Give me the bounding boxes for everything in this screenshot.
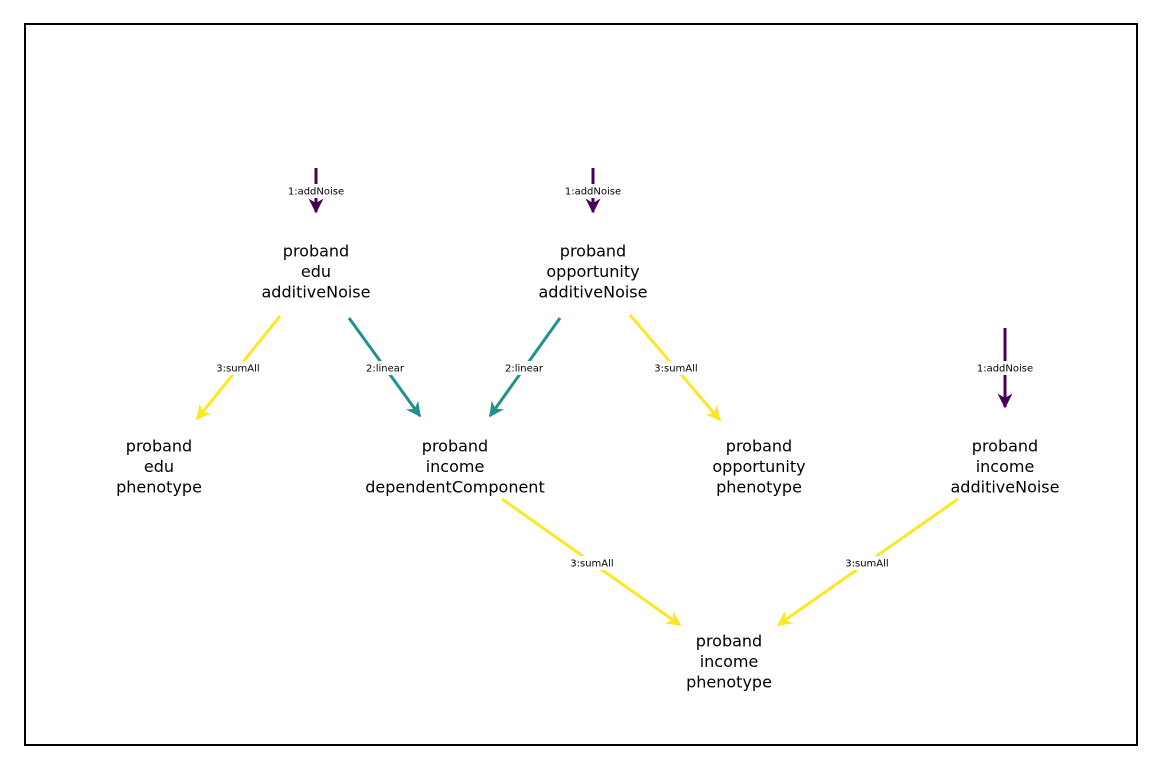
node-label-line: proband [726,437,792,456]
edge-label: 2:linear [505,364,544,375]
edges-layer: 1:addNoise 1:addNoise 1:addNoise 3:sumAll 2:… [195,168,1039,627]
edge-label: 3:sumAll [845,559,888,570]
node-label-line: additiveNoise [262,283,371,302]
node-label-line: proband [972,437,1038,456]
edge-linear: 2:linear [488,317,562,418]
edge-label-background [971,361,1039,375]
edge-label: 2:linear [366,364,405,375]
node-label-line: phenotype [716,478,802,497]
edge-label-background [564,556,620,570]
node-label-line: proband [560,242,626,261]
edge-sumAll: 3:sumAll [501,497,682,627]
node-label-line: opportunity [712,457,805,476]
node-label-line: proband [422,437,488,456]
edge-label: 1:addNoise [565,187,621,198]
node-label-line: opportunity [546,262,639,281]
edge-label: 1:addNoise [288,187,344,198]
edge-label-background [496,361,552,375]
node-label-line: additiveNoise [951,478,1060,497]
diagram-frame [24,23,1138,746]
node-label-line: proband [126,437,192,456]
edge-label: 3:sumAll [570,559,613,570]
node-label-line: proband [696,632,762,651]
node-label-line: phenotype [686,673,772,692]
edge-label: 3:sumAll [216,364,259,375]
node-label-line: edu [301,262,331,281]
edge-label: 3:sumAll [654,364,697,375]
node-label-line: income [426,457,485,476]
edge-addNoise: 1:addNoise [282,168,350,214]
edge-sumAll: 3:sumAll [628,314,722,422]
edge-sumAll: 3:sumAll [776,497,959,627]
edge-label-background [648,361,704,375]
node-label-line: additiveNoise [539,283,648,302]
edge-label-background [282,184,350,198]
edge-addNoise: 1:addNoise [559,168,627,214]
edge-label-background [210,361,266,375]
edge-linear: 2:linear [347,317,422,418]
node-label-line: proband [283,242,349,261]
edge-label: 1:addNoise [977,364,1033,375]
edge-label-background [559,184,627,198]
node-label-line: edu [144,457,174,476]
node-label-line: phenotype [116,478,202,497]
edge-sumAll: 3:sumAll [195,315,282,421]
edge-label-background [839,556,895,570]
edge-addNoise: 1:addNoise [971,328,1039,409]
edge-label-background [357,361,413,375]
node-label-line: income [700,652,759,671]
node-label-line: dependentComponent [365,478,544,497]
node-label-line: income [976,457,1035,476]
